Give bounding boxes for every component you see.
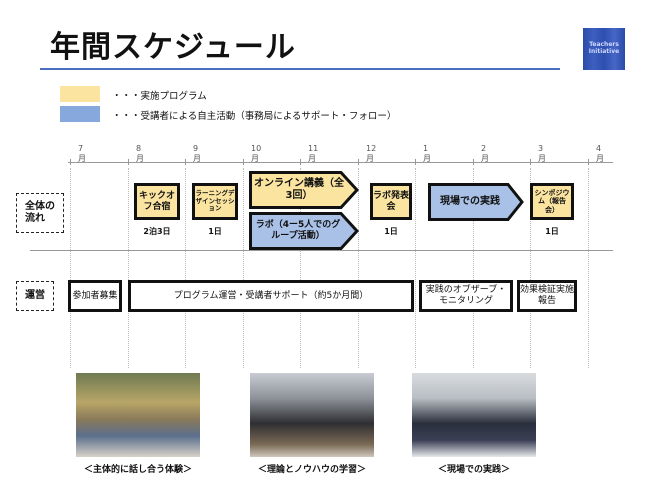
timeline-axis bbox=[68, 162, 613, 163]
month-gridline bbox=[530, 168, 531, 368]
photo-field-practice bbox=[412, 373, 536, 457]
logo-line2: Initiative bbox=[588, 48, 620, 55]
month-gridline bbox=[185, 168, 186, 368]
teachers-initiative-logo: Teachers Initiative bbox=[583, 28, 625, 70]
month-number: 2 bbox=[481, 144, 487, 153]
photo-discussion-experience bbox=[76, 373, 200, 457]
lab-presentation-duration: 1日 bbox=[384, 227, 398, 236]
arrow-shape bbox=[428, 183, 524, 221]
month-gridline bbox=[70, 168, 71, 368]
month-number: 8 bbox=[136, 144, 142, 153]
page-title: 年間スケジュール bbox=[50, 30, 296, 65]
month-tick bbox=[530, 159, 531, 165]
month-number: 7 bbox=[78, 144, 84, 153]
month-tick bbox=[300, 159, 301, 165]
online-lecture-label: オンライン講義（全3回） bbox=[254, 177, 344, 202]
title-underline bbox=[40, 68, 560, 70]
month-unit: 月 bbox=[193, 154, 201, 163]
month-unit: 月 bbox=[308, 154, 316, 163]
month-unit: 月 bbox=[366, 154, 374, 163]
photo-theory-learning bbox=[250, 373, 374, 457]
month-number: 9 bbox=[193, 144, 199, 153]
lab-group-activity-arrow: ラボ（4ー5人でのグループ活動） bbox=[249, 212, 359, 250]
field-practice-label: 現場での実践 bbox=[440, 195, 500, 207]
month-unit: 月 bbox=[596, 154, 604, 163]
photo-caption-field: ＜現場での実践＞ bbox=[437, 465, 510, 475]
photo-caption-discussion: ＜主体的に話し合う体験＞ bbox=[83, 465, 192, 475]
legend-label-self-activity: ・・・受講者による自主活動（事務局によるサポート・フォロー） bbox=[112, 111, 397, 122]
month-unit: 月 bbox=[78, 154, 86, 163]
symposium-duration: 1日 bbox=[545, 227, 559, 236]
arrow-shape bbox=[249, 212, 359, 250]
legend-swatch-program bbox=[60, 86, 100, 102]
month-number: 4 bbox=[596, 144, 602, 153]
month-gridline bbox=[243, 168, 244, 368]
effect-verification-box: 効果検証実施報告 bbox=[517, 280, 577, 312]
symposium-box: シンポジウム（報告会） bbox=[530, 183, 574, 220]
legend-swatch-self-activity bbox=[60, 106, 100, 122]
month-gridline bbox=[473, 168, 474, 368]
photo-caption-theory: ＜理論とノウハウの学習＞ bbox=[257, 465, 366, 475]
learning-design-duration: 1日 bbox=[208, 227, 222, 236]
month-gridline bbox=[588, 168, 589, 368]
month-unit: 月 bbox=[251, 154, 259, 163]
month-tick bbox=[128, 159, 129, 165]
month-tick bbox=[473, 159, 474, 165]
month-unit: 月 bbox=[481, 154, 489, 163]
online-lecture-arrow: オンライン講義（全3回） bbox=[249, 171, 359, 209]
recruitment-box: 参加者募集 bbox=[68, 280, 122, 312]
arrow-shape bbox=[249, 171, 359, 209]
month-tick bbox=[588, 159, 589, 165]
month-tick bbox=[358, 159, 359, 165]
learning-design-session-box: ラーニングデザインセッション bbox=[192, 183, 238, 220]
month-number: 11 bbox=[308, 144, 319, 153]
row-separator bbox=[30, 250, 613, 251]
program-operation-box: プログラム運営・受講者サポート（約5か月間） bbox=[128, 280, 414, 312]
month-gridline bbox=[358, 168, 359, 368]
month-gridline bbox=[300, 168, 301, 368]
month-number: 12 bbox=[366, 144, 377, 153]
lab-group-activity-label: ラボ（4ー5人でのグループ活動） bbox=[255, 219, 341, 241]
row-label-overall: 全体の 流れ bbox=[16, 193, 64, 233]
month-gridline bbox=[415, 168, 416, 368]
month-unit: 月 bbox=[423, 154, 431, 163]
field-practice-arrow: 現場での実践 bbox=[428, 183, 524, 221]
month-tick bbox=[70, 159, 71, 165]
month-number: 3 bbox=[538, 144, 544, 153]
month-number: 10 bbox=[251, 144, 262, 153]
month-tick bbox=[243, 159, 244, 165]
row-label-operation: 運営 bbox=[16, 281, 54, 311]
lab-presentation-box: ラボ発表会 bbox=[370, 183, 412, 220]
logo-line1: Teachers bbox=[589, 41, 619, 49]
month-tick bbox=[185, 159, 186, 165]
month-unit: 月 bbox=[538, 154, 546, 163]
legend-label-program: ・・・実施プログラム bbox=[112, 91, 207, 102]
month-unit: 月 bbox=[136, 154, 144, 163]
month-number: 1 bbox=[423, 144, 429, 153]
kickoff-duration: 2泊3日 bbox=[143, 227, 171, 236]
practice-monitoring-box: 実践のオブザーブ・モニタリング bbox=[419, 280, 513, 312]
kickoff-camp-box: キックオフ合宿 bbox=[134, 183, 180, 220]
month-tick bbox=[415, 159, 416, 165]
month-gridline bbox=[128, 168, 129, 368]
